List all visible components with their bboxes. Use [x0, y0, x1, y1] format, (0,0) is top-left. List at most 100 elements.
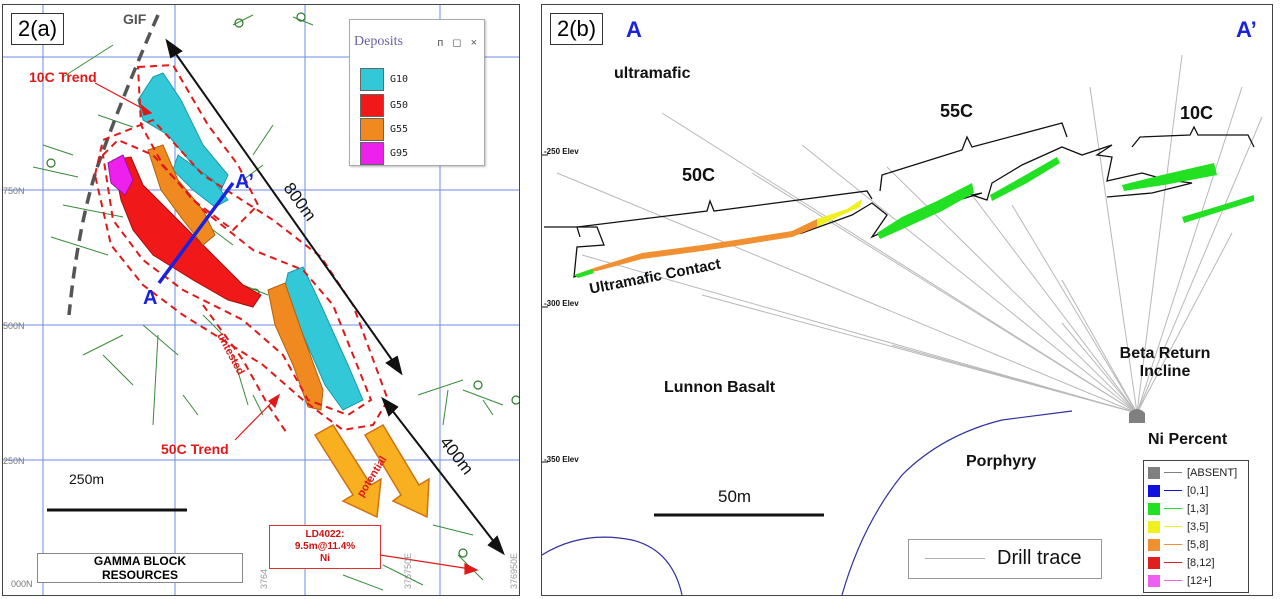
legend-swatch: [360, 93, 384, 117]
beta-return-incline-marker: [1129, 409, 1145, 423]
ni-legend-0-1: [0,1]: [1148, 482, 1208, 499]
panel-b-section: [542, 54, 1263, 595]
brace-50c: [576, 190, 873, 238]
section-a-label: A: [143, 287, 158, 309]
legend-swatch: [360, 67, 384, 91]
trend-50c-label: 50C Trend: [161, 441, 229, 457]
elevation-ticks: [542, 154, 548, 463]
deposit-g95: [107, 154, 134, 196]
lunnon-basalt-label: Lunnon Basalt: [664, 379, 776, 396]
legend-window-controls[interactable]: ᴨ ◻ ×: [437, 37, 480, 49]
section-a-label-b: A: [626, 17, 642, 42]
porphyry-boundary-right: [841, 410, 1073, 595]
beta-line-1: Beta Return: [1119, 345, 1211, 362]
legend-item-g55: G55: [360, 117, 409, 141]
legend-item-g10: G10: [360, 67, 409, 91]
trend-10c-label: 10C Trend: [29, 69, 97, 85]
deposit-g55-south: [267, 282, 324, 411]
elevation-label-300: -300 Elev: [544, 299, 579, 308]
scale-label-b: 50m: [718, 487, 752, 506]
section-a-prime-label-b: A’: [1236, 17, 1257, 42]
ni-legend-label: [ABSENT]: [1187, 466, 1238, 479]
distance-arrows: [165, 38, 505, 556]
drill-trace-swatch: [925, 558, 985, 559]
ni-percent-legend: [ABSENT] [0,1] [1,3] [3,5] [5,8] [8,12] …: [1143, 460, 1249, 593]
deposit-50c-label: 50C: [682, 165, 716, 185]
grade-55c-lower: [877, 183, 974, 239]
callout-line-1: LD4022:: [305, 529, 345, 540]
elevation-label-350: -350 Elev: [544, 455, 579, 464]
panel-a-map: [3, 5, 519, 595]
legend-label: G10: [390, 73, 409, 85]
brace-55c: [879, 122, 1068, 192]
untested-outline: [202, 304, 289, 436]
ni-legend-3-5: [3,5]: [1148, 518, 1208, 535]
ni-legend-5-8: [5,8]: [1148, 536, 1208, 553]
ni-legend-label: [3,5]: [1187, 520, 1209, 533]
grade-55c-upper: [990, 157, 1060, 201]
legend-swatch: [360, 141, 384, 165]
porphyry-label: Porphyry: [966, 453, 1037, 470]
ni-legend-label: [1,3]: [1187, 502, 1209, 515]
easting-label-1: 3764: [259, 568, 269, 589]
drillhole-callout-box: LD4022: 9.5m@11.4% Ni: [269, 525, 381, 569]
elevation-label-250: -250 Elev: [544, 147, 579, 156]
legend-item-g50: G50: [360, 93, 409, 117]
easting-label-2: 376750E: [403, 552, 413, 589]
ni-legend-8-12: [8,12]: [1148, 554, 1215, 571]
grade-50c-yellow: [817, 199, 862, 227]
deposit-55c-label: 55C: [940, 101, 974, 121]
ni-legend-label: [12+]: [1187, 574, 1212, 587]
legend-label: G95: [390, 147, 409, 159]
deposit-10c-label: 10C: [1180, 103, 1214, 123]
porphyry-boundary-left: [542, 536, 683, 595]
deposit-bodies: [107, 72, 364, 411]
legend-swatch: [360, 117, 384, 141]
brace-10c: [1131, 125, 1255, 148]
ultramafic-label: ultramafic: [614, 65, 691, 82]
legend-label: G55: [390, 123, 409, 135]
drill-traces: [32, 14, 504, 591]
scale-label-a: 250m: [69, 471, 105, 487]
trend-10c-outline: [136, 63, 260, 232]
drill-trace-label: Drill trace: [997, 547, 1082, 569]
deposit-g50: [112, 156, 262, 308]
callout-line-3: Ni: [320, 553, 330, 564]
ni-percent-title: Ni Percent: [1148, 431, 1228, 448]
gif-fault-line: [67, 14, 160, 316]
grid-label-500n: 500N: [3, 321, 25, 331]
grid-label-750n: 750N: [3, 186, 25, 196]
potential-arrows: [313, 423, 430, 519]
grade-10c-lower: [1182, 195, 1254, 223]
grade-50c-orange: [574, 219, 817, 275]
deposit-g55-north: [147, 144, 216, 246]
ni-legend-absent: [ABSENT]: [1148, 464, 1237, 481]
grid-label-250n: 250N: [3, 456, 25, 466]
ni-legend-label: [5,8]: [1187, 538, 1209, 551]
beta-line-2: Incline: [1139, 363, 1191, 380]
panel-b-cross-section: 2(b) A A’ ultramafic 50C 55C 10C Ultrama…: [541, 4, 1273, 596]
resources-line-1: GAMMA BLOCK: [93, 554, 187, 568]
ni-legend-label: [0,1]: [1187, 484, 1209, 497]
trend-50c-outer-outline: [93, 118, 390, 432]
legend-item-g95: G95: [360, 141, 409, 165]
drill-trace-lines: [556, 54, 1263, 414]
ni-legend-12-plus: [12+]: [1148, 572, 1212, 589]
callout-line-2: 9.5m@11.4%: [294, 541, 356, 552]
easting-label-3: 376950E: [509, 552, 519, 589]
beta-return-incline-label: Beta Return Incline: [1110, 345, 1220, 381]
legend-title: Deposits: [354, 34, 403, 49]
ni-legend-label: [8,12]: [1187, 556, 1215, 569]
panel-a-plan-view: 2(a) Deposits ᴨ ◻ × G10 G50 G55 G95 GIF …: [2, 4, 520, 596]
grade-10c-upper: [1122, 163, 1217, 191]
panel-label-b: 2(b): [550, 13, 604, 45]
section-line-a: [157, 181, 235, 285]
deposits-legend-window[interactable]: Deposits ᴨ ◻ × G10 G50 G55 G95: [349, 19, 485, 166]
deposit-braces: [576, 122, 1255, 238]
resources-box: GAMMA BLOCK RESOURCES: [37, 553, 243, 583]
legend-label: G50: [390, 99, 409, 111]
ni-legend-1-3: [1,3]: [1148, 500, 1208, 517]
section-a-prime-label: A’: [235, 171, 254, 193]
grade-50c-green: [574, 269, 594, 278]
panel-label-a: 2(a): [11, 13, 65, 45]
